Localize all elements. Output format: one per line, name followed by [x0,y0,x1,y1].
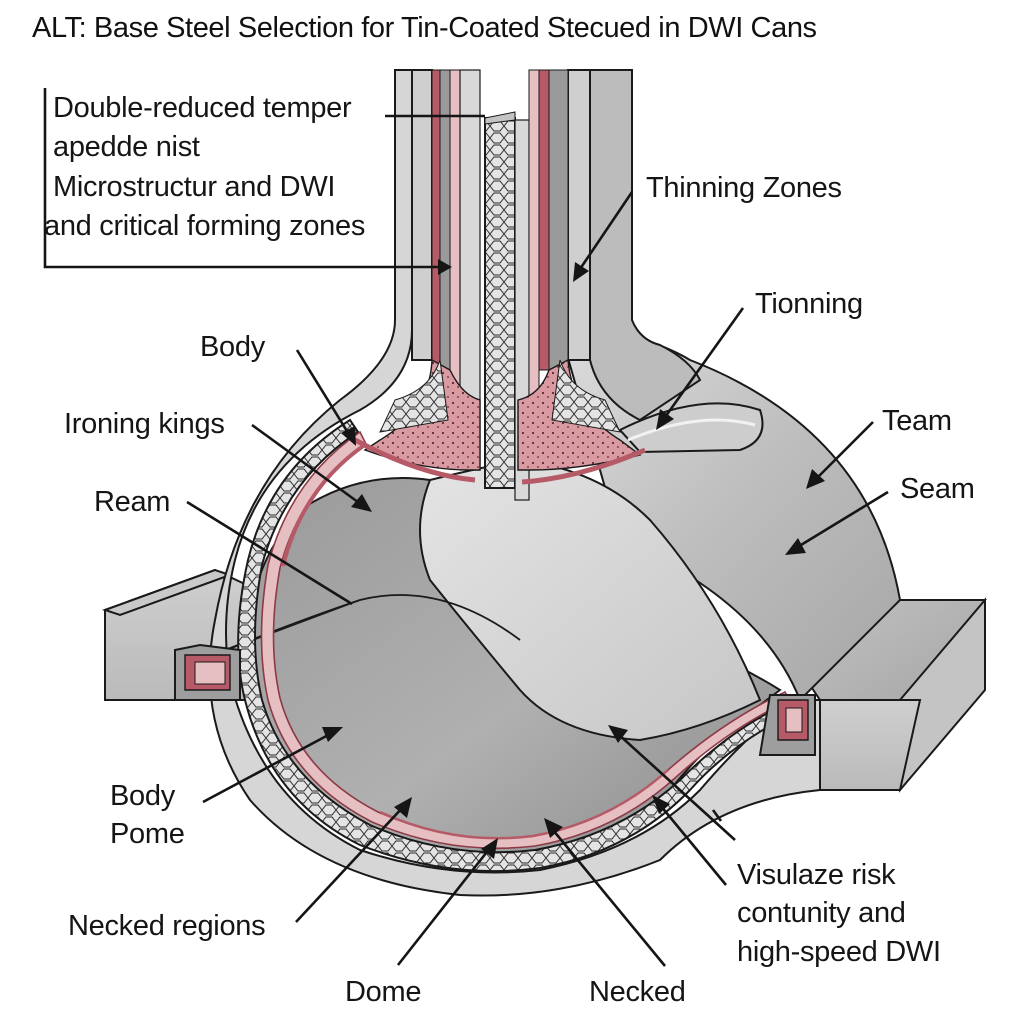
arrowhead-visualize-risk-a [608,725,628,743]
label-pome: Pome [110,818,185,850]
label-team: Team [882,405,952,437]
arrowhead-body-top [341,426,356,446]
arrowhead-ironing-kings [351,494,372,512]
label-visualize-risk-1: Visulaze risk [737,859,896,891]
diagram-title: ALT: Base Steel Selection for Tin-Coated… [32,12,817,44]
label-dome: Dome [345,976,421,1008]
arrow-visualize-risk-a [616,732,736,841]
arrowhead-thinning-zones [573,262,589,282]
label-visualize-risk-2: contunity and [737,897,906,929]
arrowhead-necked-regions [394,797,412,818]
label-ream: Ream [94,486,170,518]
label-tionning: Tionning [755,288,863,320]
arrow-tionning [661,307,745,421]
arrow-body-pome [202,731,333,804]
callout-box: Double-reduced temper apedde nist Micros… [43,88,485,275]
callout-line-1: Double-reduced temper [53,92,352,124]
right-seam-detail [758,694,816,756]
neck-stem-section [353,69,702,501]
arrow-body-top [295,349,352,437]
arrow-visualize-risk-b [658,804,728,886]
callout-line-3: Microstructur and DWI [53,171,335,203]
arrowhead-seam [785,538,806,555]
arrow-visualize-risk-c [711,809,723,822]
arrow-team [814,421,874,481]
arrow-necked [551,829,667,967]
arrowhead-dome [481,838,498,859]
arrowhead-tionning [656,409,674,430]
label-necked: Necked [589,976,686,1008]
left-seam-detail [174,643,241,701]
arrowhead-team [806,469,825,489]
arrow-necked-regions [295,805,405,923]
arrowhead-visualize-risk-b [652,795,670,814]
arrow-ironing-kings [251,423,363,507]
arrow-seam [795,490,889,550]
label-visualize-risk-3: high-speed DWI [737,936,941,968]
label-body-bottom: Body [110,780,176,812]
callout-line-4: and critical forming zones [44,210,365,242]
outer-dome-shell [558,328,902,702]
arrow-ream [186,500,353,606]
callout-arrow-head [438,259,452,275]
label-necked-regions: Necked regions [68,910,265,942]
arrowhead-necked [544,818,563,838]
callout-line-2: apedde nist [53,131,200,163]
arrow-dome [396,847,492,966]
label-ironing-kings: Ironing kings [64,408,225,440]
label-seam: Seam [900,473,975,505]
label-body-top: Body [200,331,266,363]
label-thinning-zones: Thinning Zones [646,172,842,204]
arrow-thinning-zones [576,191,634,273]
arrowhead-body-pome [322,727,343,742]
annotation-labels: Thinning Zones Tionning Team Seam Body I… [64,172,975,1008]
